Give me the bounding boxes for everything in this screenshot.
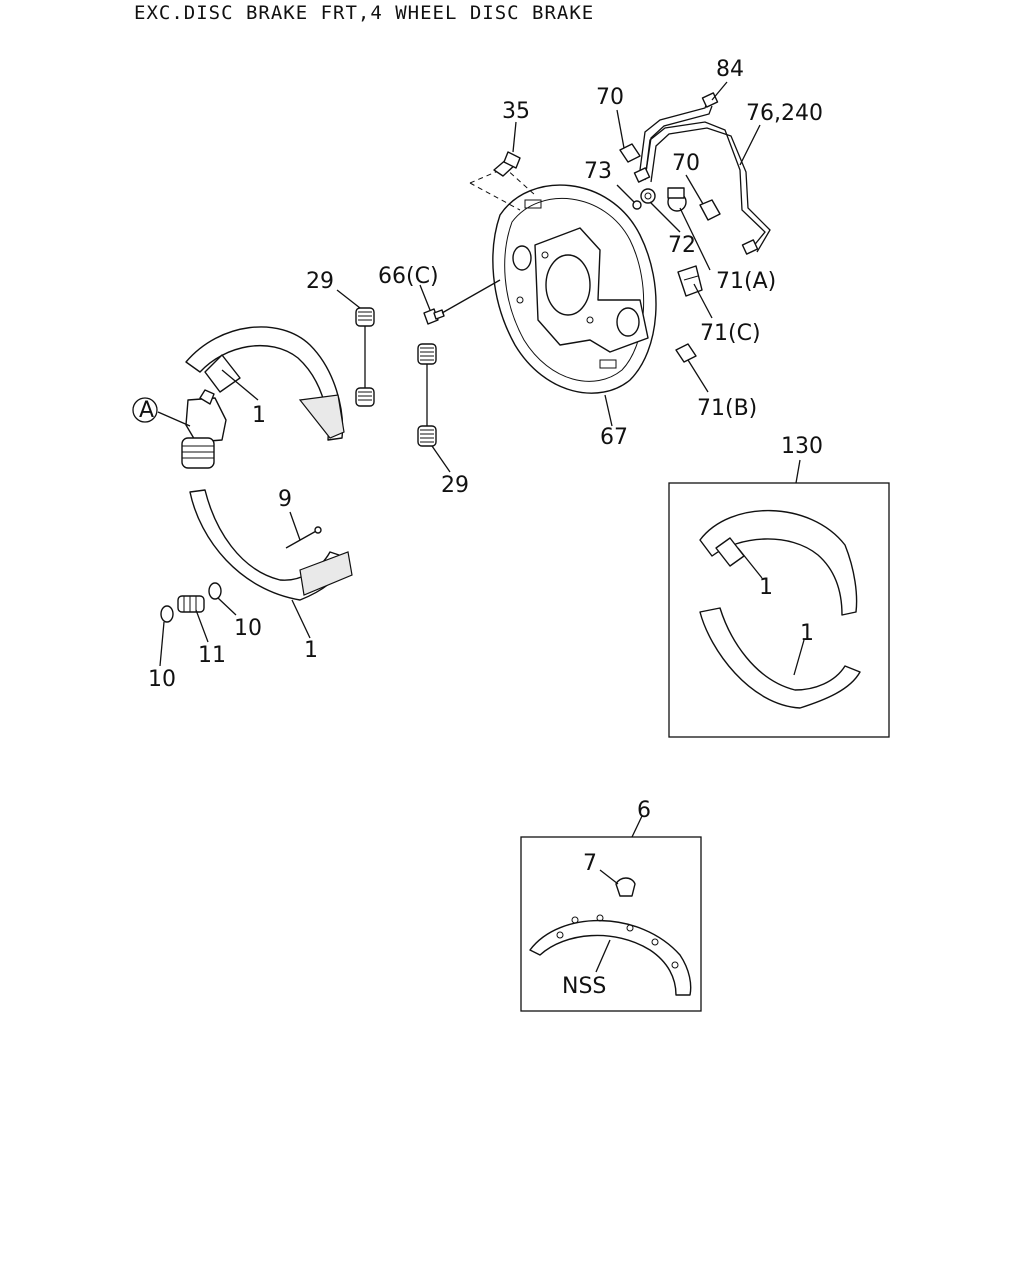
callout-67: 67 — [600, 425, 628, 450]
callout-73: 73 — [584, 159, 612, 184]
callout-66c: 66(C) — [378, 264, 439, 289]
callout-71a: 71(A) — [716, 269, 776, 294]
callout-84: 84 — [716, 57, 744, 82]
brake-shoe-upper-part[interactable] — [185, 326, 345, 441]
callout-71c: 71(C) — [700, 321, 761, 346]
callout-a: A — [139, 398, 154, 423]
connector-72-part[interactable] — [640, 188, 656, 204]
leader-lines — [157, 81, 805, 973]
spring-29a-part[interactable] — [355, 307, 375, 407]
spring-11-part[interactable] — [177, 595, 205, 613]
callout-7: 7 — [583, 851, 597, 876]
callout-76-240: 76,240 — [746, 101, 823, 126]
callout-10b: 10 — [148, 667, 176, 692]
callout-29a: 29 — [306, 269, 334, 294]
callout-1b: 1 — [304, 638, 318, 663]
callout-70a: 70 — [596, 85, 624, 110]
brake-pipe-part[interactable] — [633, 92, 771, 255]
wheel-cylinder-a-part[interactable] — [181, 389, 227, 469]
kit-6-box — [520, 836, 702, 1012]
spring-29b-part[interactable] — [417, 343, 437, 447]
bleeder-71a-part[interactable] — [667, 187, 687, 212]
callout-nss: NSS — [562, 974, 606, 999]
callout-9: 9 — [278, 487, 292, 512]
callout-1a: 1 — [252, 403, 266, 428]
brake-shoe-lower-part[interactable] — [189, 489, 353, 601]
callout-35: 35 — [502, 99, 530, 124]
bolt-35-part[interactable] — [493, 151, 521, 177]
plug-71b-part[interactable] — [675, 343, 697, 363]
backing-plate-part[interactable] — [492, 184, 657, 394]
bolt-path-line-2 — [469, 182, 521, 211]
callout-72: 72 — [668, 233, 696, 258]
callout-71b: 71(B) — [697, 396, 757, 421]
washer-10a-part[interactable] — [208, 582, 222, 600]
washer-73-part[interactable] — [632, 200, 642, 210]
callout-1c: 1 — [759, 575, 773, 600]
callout-70b: 70 — [672, 151, 700, 176]
kit-130-box — [668, 482, 890, 738]
bolt-66c-part[interactable] — [423, 308, 445, 325]
pin-9-part[interactable] — [285, 526, 322, 549]
callout-a-circle — [132, 397, 158, 423]
callout-10a: 10 — [234, 616, 262, 641]
callout-11: 11 — [198, 643, 226, 668]
rivet-7-part[interactable] — [615, 877, 636, 897]
callout-29b: 29 — [441, 473, 469, 498]
callout-1d: 1 — [800, 621, 814, 646]
clip-70a-part[interactable] — [619, 143, 641, 163]
callout-130: 130 — [781, 434, 823, 459]
clip-70b-part[interactable] — [699, 199, 721, 221]
leader-66c-to-plate — [441, 279, 501, 314]
callout-6: 6 — [637, 798, 651, 823]
diagram-title: EXC.DISC BRAKE FRT,4 WHEEL DISC BRAKE — [134, 2, 595, 24]
washer-10b-part[interactable] — [160, 605, 174, 623]
